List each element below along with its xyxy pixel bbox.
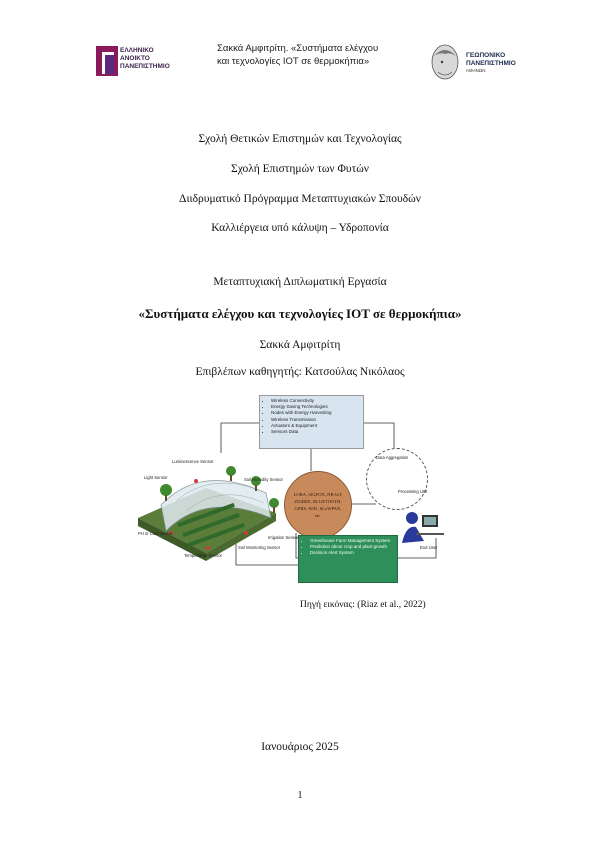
output-box: Greenhouse Farm Management System Predic…	[298, 535, 398, 583]
tech-item: Nodes with Energy Harvesting	[271, 410, 363, 416]
protocol-list: LORA, SIGFOX, NB-IoT, ZIGBEE, BLUETOOTH,…	[293, 492, 343, 518]
tech-item: Actuators & Equipment	[271, 423, 363, 429]
tech-item: Wireless Transmission	[271, 417, 363, 423]
output-item: Decision Alert System	[310, 550, 397, 556]
department-name: Σχολή Επιστημών των Φυτών	[231, 163, 369, 175]
author-name: Σακκά Αμφιτρίτη	[259, 339, 341, 351]
image-source-caption: Πηγή εικόνας: (Riaz et al., 2022)	[300, 600, 426, 610]
eap-logo-icon	[96, 46, 118, 76]
soil-monitoring-label: Soil Monitoring Sensor	[238, 545, 281, 550]
athena-head-icon	[431, 44, 459, 80]
thesis-type: Μεταπτυχιακή Διπλωματική Εργασία	[213, 276, 387, 288]
tech-item: Energy Saving Technologies	[271, 404, 363, 410]
date: Ιανουάριος 2025	[261, 741, 339, 753]
logo-subtitle: ΑΘΗΝΩΝ	[466, 68, 486, 73]
temperature-label: Temperature Sensor	[184, 553, 222, 558]
logo-line-1: ΓΕΩΠΟΝΙΚΟ	[466, 52, 506, 59]
data-aggregation-circle	[366, 448, 428, 510]
tech-item: Wireless Connectivity	[271, 398, 363, 404]
page-number: 1	[297, 790, 303, 801]
iot-greenhouse-figure: Wireless Connectivity Energy Saving Tech…	[136, 393, 466, 589]
end-user-label: End User	[420, 545, 438, 550]
thesis-title: «Συστήματα ελέγχου και τεχνολογίες IOT σ…	[138, 306, 462, 321]
tech-item: Sensors Data	[271, 429, 363, 435]
output-item: Prediction about crop and plant growth	[310, 544, 397, 550]
specialization: Καλλιέργεια υπό κάλυψη – Υδροπονία	[211, 222, 389, 234]
data-aggregation-label: Data Aggregation	[376, 455, 409, 460]
figure-graphics	[138, 422, 444, 566]
header-citation: Σακκά Αμφιτρίτη. «Συστήματα ελέγχου και …	[217, 43, 379, 67]
agricultural-university-logo: ΓΕΩΠΟΝΙΚΟ ΠΑΝΕΠΙΣΤΗΜΙΟ ΑΘΗΝΩΝ	[428, 42, 516, 82]
soil-humidity-label: Soil Humidity Sensor	[244, 477, 283, 482]
luminescence-label: Luminescence Sensor	[172, 459, 214, 464]
program-name: Διιδρυματικό Πρόγραμμα Μεταπτυχιακών Σπο…	[179, 193, 421, 205]
logo-line-3: ΠΑΝΕΠΙΣΤΗΜΙΟ	[120, 63, 170, 70]
logo-line-2: ΑΝΟΙΚΤΟ	[120, 55, 150, 62]
irrigation-label: Irrigation Sensor	[268, 535, 299, 540]
supervisor: Επιβλέπων καθηγητής: Κατσούλας Νικόλαος	[195, 366, 405, 378]
protocol-circle: LORA, SIGFOX, NB-IoT, ZIGBEE, BLUETOOTH,…	[284, 471, 352, 539]
technology-box: Wireless Connectivity Energy Saving Tech…	[259, 395, 364, 449]
ph-co2-label: PH or CO2 sensor	[138, 531, 173, 536]
logo-line-2: ΠΑΝΕΠΙΣΤΗΜΙΟ	[466, 59, 516, 67]
logo-line-1: ΕΛΛΗΝΙΚΟ	[120, 47, 154, 54]
light-sensor-label: Light Sensor	[144, 475, 168, 480]
open-university-logo: ΕΛΛΗΝΙΚΟ ΑΝΟΙΚΤΟ ΠΑΝΕΠΙΣΤΗΜΙΟ	[96, 44, 188, 80]
school-name: Σχολή Θετικών Επιστημών και Τεχνολογίας	[198, 133, 402, 145]
processing-unit-label: Processing Unit	[398, 489, 428, 494]
output-item: Greenhouse Farm Management System	[310, 538, 397, 544]
